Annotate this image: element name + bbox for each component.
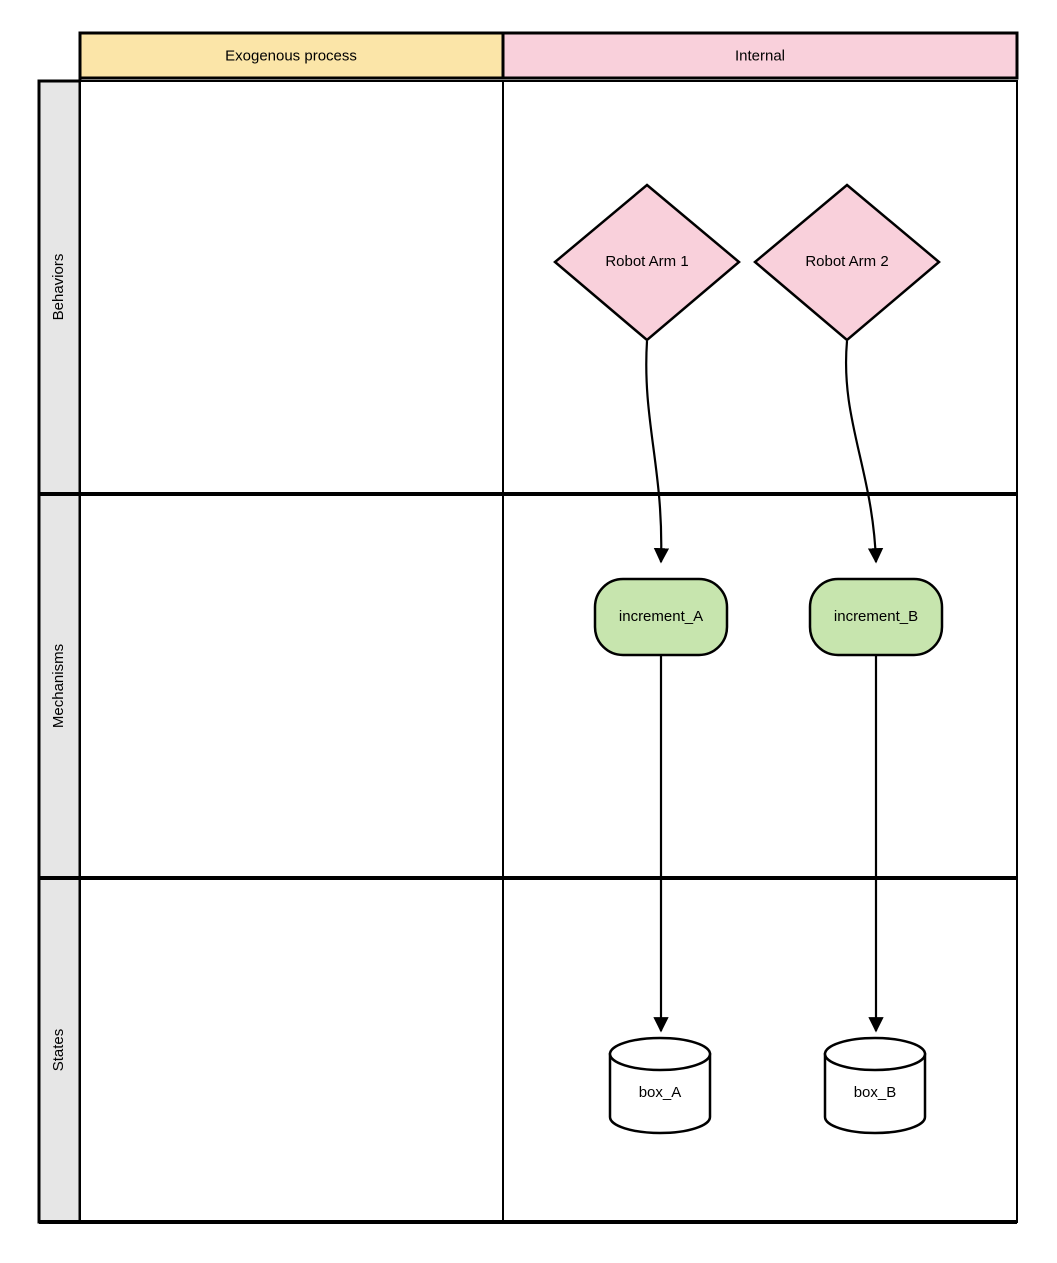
diamond-shape[interactable] bbox=[553, 183, 741, 342]
row-header-states: States bbox=[37, 876, 82, 1224]
edge-robot-arm-1-to-increment-a bbox=[645, 340, 670, 564]
cylinder-top bbox=[608, 1036, 712, 1072]
node-box-b-label: box_B bbox=[854, 1084, 897, 1101]
node-increment-a[interactable]: increment_A bbox=[593, 577, 729, 657]
cell-mechanisms-internal bbox=[502, 493, 1018, 879]
cylinder-top bbox=[823, 1036, 927, 1072]
cylinder-body[interactable] bbox=[608, 1052, 712, 1135]
cell-mechanisms-exogenous bbox=[79, 493, 504, 879]
row-header-behaviors-label: Behaviors bbox=[50, 254, 67, 321]
rounded-rect-shape[interactable] bbox=[593, 577, 729, 657]
lane-separators bbox=[39, 492, 1017, 1224]
grid-cells bbox=[79, 80, 1018, 1223]
node-box-b[interactable]: box_B bbox=[823, 1036, 927, 1135]
rounded-rect-shape[interactable] bbox=[808, 577, 944, 657]
cell-behaviors-internal bbox=[502, 80, 1018, 495]
diamond-shape[interactable] bbox=[753, 183, 941, 342]
node-robot-arm-1[interactable]: Robot Arm 1 bbox=[553, 183, 741, 342]
column-header-internal-label: Internal bbox=[735, 47, 785, 64]
swimlane-grid: Exogenous process Internal Behaviors Mec… bbox=[37, 31, 1019, 1224]
cell-states-exogenous bbox=[79, 877, 504, 1223]
node-box-a[interactable]: box_A bbox=[608, 1036, 712, 1135]
row-header-states-bg bbox=[37, 876, 82, 1224]
node-increment-b[interactable]: increment_B bbox=[808, 577, 944, 657]
edges bbox=[645, 340, 884, 1033]
node-robot-arm-2[interactable]: Robot Arm 2 bbox=[753, 183, 941, 342]
row-header-behaviors-bg bbox=[37, 79, 82, 496]
node-robot-arm-1-label: Robot Arm 1 bbox=[605, 253, 688, 270]
cell-behaviors-exogenous bbox=[79, 80, 504, 495]
column-header-exogenous: Exogenous process bbox=[78, 31, 505, 80]
column-header-exogenous-label: Exogenous process bbox=[225, 47, 357, 64]
node-increment-a-label: increment_A bbox=[619, 608, 703, 625]
node-robot-arm-2-label: Robot Arm 2 bbox=[805, 253, 888, 270]
column-header-internal: Internal bbox=[501, 31, 1019, 80]
edge-robot-arm-2-to-increment-b bbox=[845, 340, 884, 564]
row-header-states-label: States bbox=[50, 1029, 67, 1072]
node-box-a-label: box_A bbox=[639, 1084, 682, 1101]
column-header-exogenous-bg bbox=[78, 31, 505, 80]
row-header-mechanisms: Mechanisms bbox=[37, 492, 82, 880]
cell-states-internal bbox=[502, 877, 1018, 1223]
cylinder-body[interactable] bbox=[823, 1052, 927, 1135]
node-increment-b-label: increment_B bbox=[834, 608, 918, 625]
column-header-internal-bg bbox=[501, 31, 1019, 80]
row-header-mechanisms-label: Mechanisms bbox=[50, 644, 67, 728]
row-header-behaviors: Behaviors bbox=[37, 79, 82, 496]
